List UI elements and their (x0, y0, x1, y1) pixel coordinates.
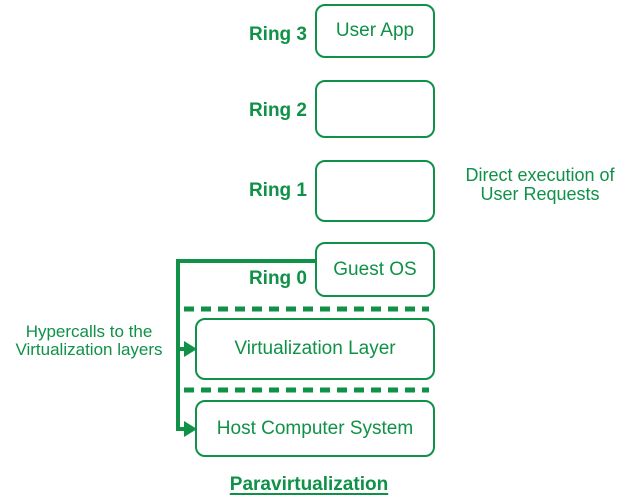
hypercalls-note-line1: Hypercalls to the (25, 322, 153, 341)
direct-execution-note: Direct execution of User Requests (450, 166, 630, 204)
direct-execution-note-line2: User Requests (480, 184, 600, 204)
direct-execution-note-line1: Direct execution of (465, 165, 615, 185)
virtualization-layer-box: Virtualization Layer (195, 318, 435, 380)
hypercalls-note: Hypercalls to the Virtualization layers (0, 323, 178, 359)
diagram-title: Paravirtualization (229, 474, 389, 495)
ring-1-box (315, 160, 435, 222)
ring-3-label: Ring 3 (248, 24, 307, 45)
guest-os-box: Guest OS (315, 242, 435, 297)
ring-2-label: Ring 2 (248, 100, 307, 121)
hypercalls-note-line2: Virtualization layers (15, 340, 163, 359)
ring-0-label: Ring 0 (248, 268, 307, 289)
host-computer-system-box: Host Computer System (195, 400, 435, 457)
ring-2-box (315, 80, 435, 138)
ring-1-label: Ring 1 (248, 180, 307, 201)
user-app-box: User App (315, 4, 435, 58)
